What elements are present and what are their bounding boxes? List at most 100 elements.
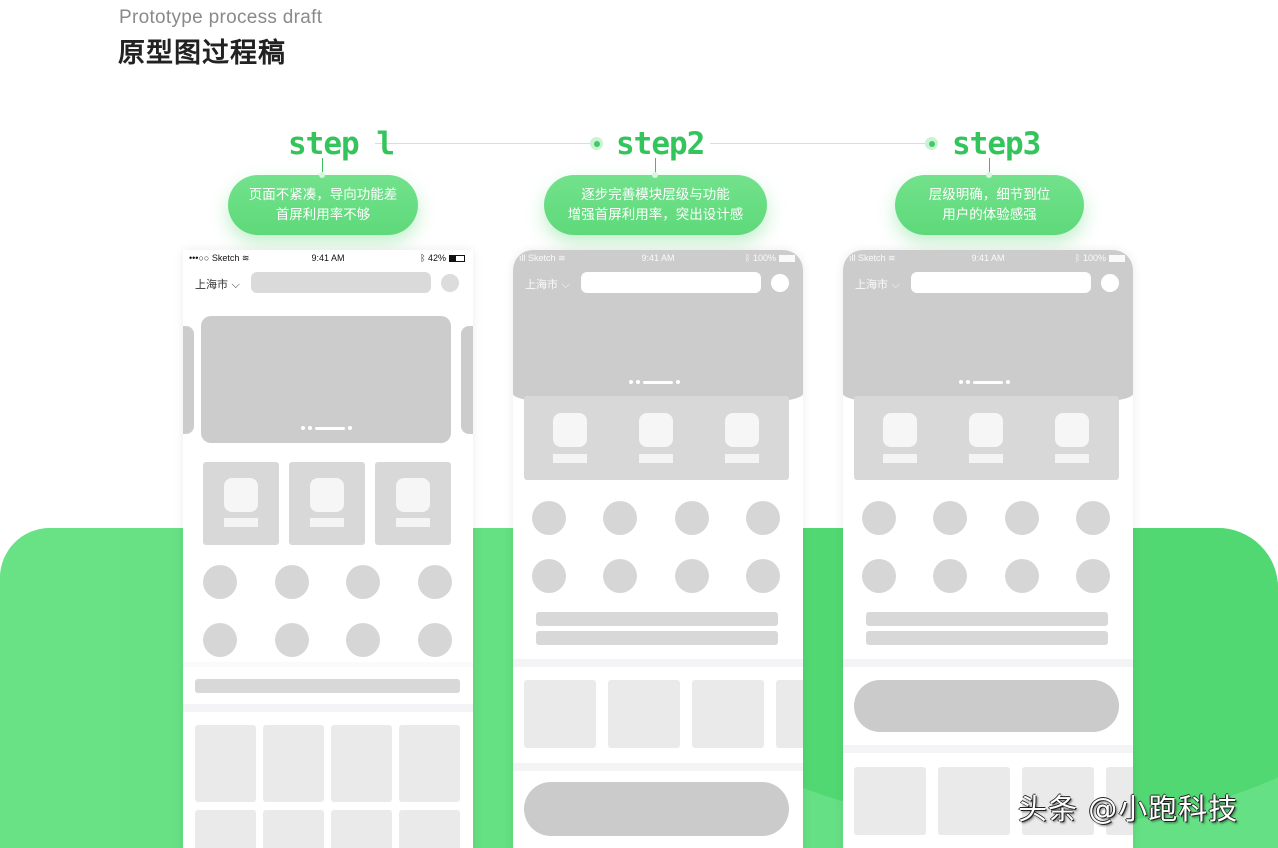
city-label: 上海市 (525, 278, 558, 291)
category-icon[interactable] (639, 413, 673, 447)
avatar[interactable] (771, 274, 789, 292)
notice-bar[interactable] (866, 631, 1108, 645)
product-tile[interactable] (195, 810, 256, 848)
product-tile[interactable] (263, 810, 324, 848)
product-tile[interactable] (399, 810, 460, 848)
step1-pointer-dot-icon (319, 172, 325, 178)
bluetooth-icon: ᛒ (420, 253, 426, 263)
nav-circle-icon[interactable] (418, 565, 452, 599)
wifi-icon: ≋ (888, 253, 896, 263)
notice-bar[interactable] (536, 631, 778, 645)
product-tile[interactable] (331, 725, 392, 802)
product-tile[interactable] (524, 680, 596, 748)
section-divider (513, 659, 803, 667)
avatar[interactable] (441, 274, 459, 292)
battery-icon (779, 255, 795, 262)
banner-prev[interactable] (183, 326, 194, 434)
nav-circle-icon[interactable] (1005, 501, 1039, 535)
search-input[interactable] (251, 272, 431, 293)
chevron-down-icon: ⌵ (231, 278, 240, 291)
nav-circle-icon[interactable] (746, 559, 780, 593)
section-divider (843, 745, 1133, 753)
nav-circle-icon[interactable] (675, 559, 709, 593)
nav-circle-icon[interactable] (203, 623, 237, 657)
product-tile[interactable] (195, 725, 256, 802)
step2-description-line2: 增强首屏利用率，突出设计感 (567, 207, 744, 223)
product-tile[interactable] (1106, 767, 1133, 835)
nav-circle-icon[interactable] (1005, 559, 1039, 593)
category-icon[interactable] (883, 413, 917, 447)
category-label-placeholder (883, 454, 917, 463)
nav-circle-icon[interactable] (862, 559, 896, 593)
chevron-down-icon: ⌵ (891, 278, 900, 291)
nav-circle-icon[interactable] (1076, 501, 1110, 535)
notice-bar[interactable] (536, 612, 778, 626)
category-icon (224, 478, 258, 512)
nav-circle-icon[interactable] (675, 501, 709, 535)
banner-next[interactable] (461, 326, 473, 434)
category-icon[interactable] (969, 413, 1003, 447)
step3-pointer-dot-icon (986, 172, 992, 178)
category-icon[interactable] (1055, 413, 1089, 447)
category-label-placeholder (639, 454, 673, 463)
nav-circle-icon[interactable] (746, 501, 780, 535)
product-tile[interactable] (854, 767, 926, 835)
section-divider (183, 662, 473, 667)
step3-label: step3 (952, 126, 1041, 162)
status-bar: ıll Sketch ≋ 9:41 AM ᛒ 100% (513, 250, 803, 266)
city-selector[interactable]: 上海市 ⌵ (525, 276, 570, 292)
nav-circle-icon[interactable] (933, 501, 967, 535)
nav-circle-icon[interactable] (603, 501, 637, 535)
category-label-placeholder (725, 454, 759, 463)
step1-pointer-line (322, 158, 323, 174)
nav-circle-icon[interactable] (203, 565, 237, 599)
category-label-placeholder (969, 454, 1003, 463)
status-time: 9:41 AM (311, 253, 345, 263)
nav-circle-icon[interactable] (346, 623, 380, 657)
timeline-connector-1 (375, 143, 590, 144)
product-tile[interactable] (399, 725, 460, 802)
chevron-down-icon: ⌵ (561, 278, 570, 291)
step1-description: 页面不紧凑，导向功能差 首屏利用率不够 (228, 175, 418, 235)
nav-circle-icon[interactable] (275, 565, 309, 599)
avatar[interactable] (1101, 274, 1119, 292)
nav-circle-icon[interactable] (532, 501, 566, 535)
search-input[interactable] (911, 272, 1091, 293)
city-selector[interactable]: 上海市 ⌵ (195, 276, 240, 292)
product-tile[interactable] (938, 767, 1010, 835)
search-input[interactable] (581, 272, 761, 293)
city-selector[interactable]: 上海市 ⌵ (855, 276, 900, 292)
step3-dot-icon (925, 137, 938, 150)
carrier-text: •••○○ Sketch (189, 253, 240, 263)
bluetooth-icon: ᛒ (1075, 253, 1081, 263)
nav-circle-icon[interactable] (532, 559, 566, 593)
notice-bar[interactable] (195, 679, 460, 693)
step3-description: 层级明确，细节到位 用户的体验感强 (895, 175, 1084, 235)
nav-circle-icon[interactable] (862, 501, 896, 535)
category-icon[interactable] (553, 413, 587, 447)
promo-banner[interactable] (524, 782, 789, 836)
step1-description-line1: 页面不紧凑，导向功能差 (248, 187, 398, 203)
product-tile[interactable] (608, 680, 680, 748)
step3-description-line1: 层级明确，细节到位 (928, 187, 1051, 203)
status-time: 9:41 AM (971, 253, 1005, 263)
category-icon[interactable] (725, 413, 759, 447)
nav-circle-icon[interactable] (418, 623, 452, 657)
product-tile[interactable] (692, 680, 764, 748)
nav-circle-icon[interactable] (603, 559, 637, 593)
carousel-dots (629, 380, 680, 384)
nav-circle-icon[interactable] (346, 565, 380, 599)
product-tile[interactable] (263, 725, 324, 802)
section-divider (183, 704, 473, 712)
nav-circle-icon[interactable] (1076, 559, 1110, 593)
category-label-placeholder (396, 518, 430, 527)
product-tile[interactable] (776, 680, 803, 748)
product-tile[interactable] (331, 810, 392, 848)
promo-banner[interactable] (854, 680, 1119, 732)
nav-circle-icon[interactable] (275, 623, 309, 657)
product-tile[interactable] (1022, 767, 1094, 835)
notice-bar[interactable] (866, 612, 1108, 626)
banner-main[interactable] (201, 316, 451, 443)
phone-mockup-step1: •••○○ Sketch ≋ 9:41 AM ᛒ 42% 上海市 ⌵ (183, 250, 473, 848)
nav-circle-icon[interactable] (933, 559, 967, 593)
